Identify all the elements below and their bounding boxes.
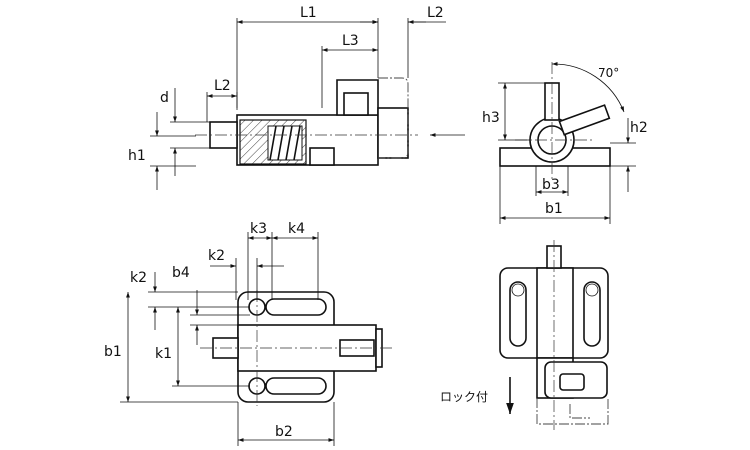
dim-label-L1: L1 — [300, 5, 317, 21]
top-side-view: L1 L2 L3 L2 d h1 — [128, 5, 465, 190]
dim-label-L2-left: L2 — [214, 78, 231, 94]
dim-label-h2: h2 — [630, 120, 648, 136]
dim-label-L2-top: L2 — [427, 5, 444, 21]
dim-label-b4: b4 — [172, 265, 190, 281]
dim-label-k2-top: k2 — [208, 248, 225, 264]
dim-label-b3: b3 — [542, 177, 560, 193]
dim-label-b1-front: b1 — [104, 344, 122, 360]
dim-label-b2: b2 — [275, 424, 293, 440]
dim-label-k4: k4 — [288, 221, 305, 237]
end-view: 70° h3 h2 b3 b1 — [482, 61, 648, 224]
spring-coil — [267, 125, 303, 161]
dim-label-k1: k1 — [155, 346, 172, 362]
dim-label-h3: h3 — [482, 110, 500, 126]
dim-label-k3: k3 — [250, 221, 267, 237]
dim-label-b1-side: b1 — [545, 201, 563, 217]
dim-label-h1: h1 — [128, 148, 146, 164]
dim-label-k2-left: k2 — [130, 270, 147, 286]
lock-variant-view: ロック付 — [440, 240, 609, 430]
dim-label-angle: 70° — [598, 66, 619, 80]
dim-label-L3: L3 — [342, 33, 359, 49]
lock-note-label: ロック付 — [440, 390, 488, 404]
dim-label-d: d — [160, 90, 169, 106]
plan-view: k3 k4 k2 k2 b4 k1 b1 b2 — [104, 221, 392, 446]
